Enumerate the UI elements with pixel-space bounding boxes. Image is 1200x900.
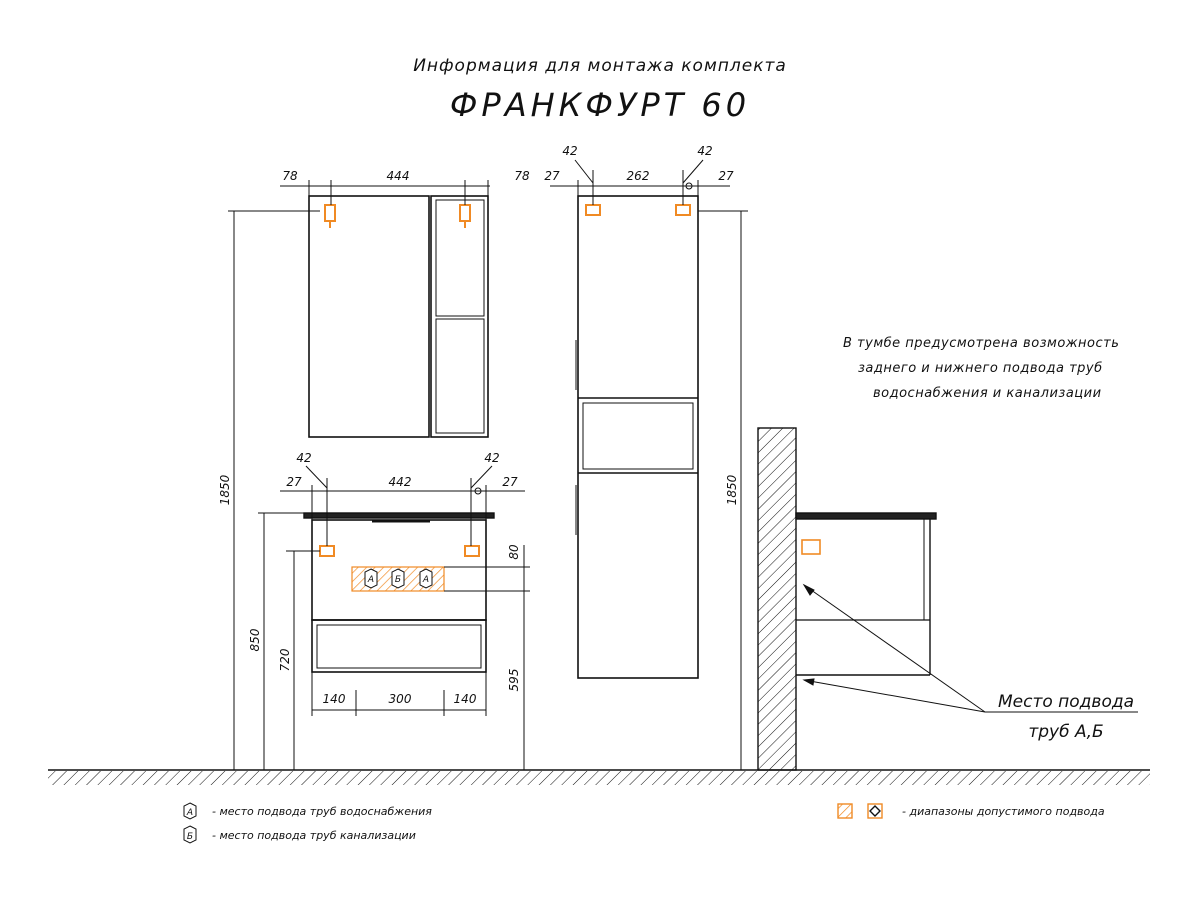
legend-range-hatch-icon [837,803,853,819]
svg-text:А: А [367,575,374,585]
column-dim-42-left: 42 [562,144,577,158]
vanity-dim-595: 595 [507,669,521,692]
column-dim-right: 27 [718,169,734,183]
mirror-dim-right: 78 [514,169,530,183]
svg-text:Б: Б [187,832,193,842]
vanity-dim-right: 27 [502,475,518,489]
drawing-subtitle: Информация для монтажа комплекта [413,56,787,76]
column-dimension-lines [550,159,748,770]
mirror-height-dim: 1850 [218,474,232,505]
connection-label-line-2: труб А,Б [1028,722,1103,742]
side-note-line-3: водоснабжения и канализации [873,386,1102,401]
side-note-line-1: В тумбе предусмотрена возможность [843,336,1120,351]
vanity-hanger-left-icon [319,545,335,557]
side-note-line-2: заднего и нижнего подвода труб [858,361,1103,376]
column-dim-42-right: 42 [697,144,712,158]
mirror-dimension-lines [228,180,490,770]
vanity-dim-850: 850 [248,628,262,651]
vanity-dim-mid: 442 [389,475,412,489]
column-cabinet [575,195,699,679]
connection-label-line-1: Место подвода [998,692,1134,712]
vanity-dim-42-left: 42 [296,451,311,465]
column-height-dim: 1850 [725,474,739,505]
vanity-marker-a-right: А [419,568,433,589]
svg-text:А: А [422,575,429,585]
legend-b-text: - место подвода труб канализации [212,829,416,842]
vanity-marker-a-left: А [364,568,378,589]
mirror-dim-left: 78 [282,169,298,183]
legend-range-cross-icon [867,803,883,819]
column-dim-mid: 262 [627,169,650,183]
side-connection-point-icon [801,539,821,555]
vanity-dimension-lines [258,465,530,770]
vanity-dim-720: 720 [278,648,292,671]
svg-text:Б: Б [395,575,401,585]
legend-a-symbol-icon: А [183,802,197,820]
vanity-hanger-right-icon [464,545,480,557]
mirror-hanger-right-icon [459,204,471,228]
svg-text:А: А [186,808,193,818]
mirror-dim-mid: 444 [387,169,410,183]
side-leader-lines [802,583,1138,713]
vanity-dim-42-right: 42 [484,451,499,465]
drawing-title: ФРАНКФУРТ 60 [449,86,751,124]
vanity-dim-bottom-right: 140 [454,692,477,706]
vanity-dim-80: 80 [507,544,521,560]
mirror-hanger-left-icon [324,204,336,228]
vanity-dim-bottom-mid: 300 [389,692,412,706]
vanity-dim-bottom-left: 140 [323,692,346,706]
column-dim-left: 27 [544,169,560,183]
legend-range-text: - диапазоны допустимого подвода [902,805,1105,818]
legend-b-symbol-icon: Б [183,825,197,844]
floor-line [48,769,1150,785]
mirror-cabinet [308,195,489,438]
vanity-unit [303,512,495,673]
vanity-dim-left: 27 [286,475,302,489]
column-hanger-right-icon [675,204,691,216]
wall-section [757,427,797,771]
column-hanger-left-icon [585,204,601,216]
legend-a-text: - место подвода труб водоснабжения [212,805,432,818]
vanity-side-view [795,512,937,676]
vanity-marker-b: Б [391,568,405,589]
